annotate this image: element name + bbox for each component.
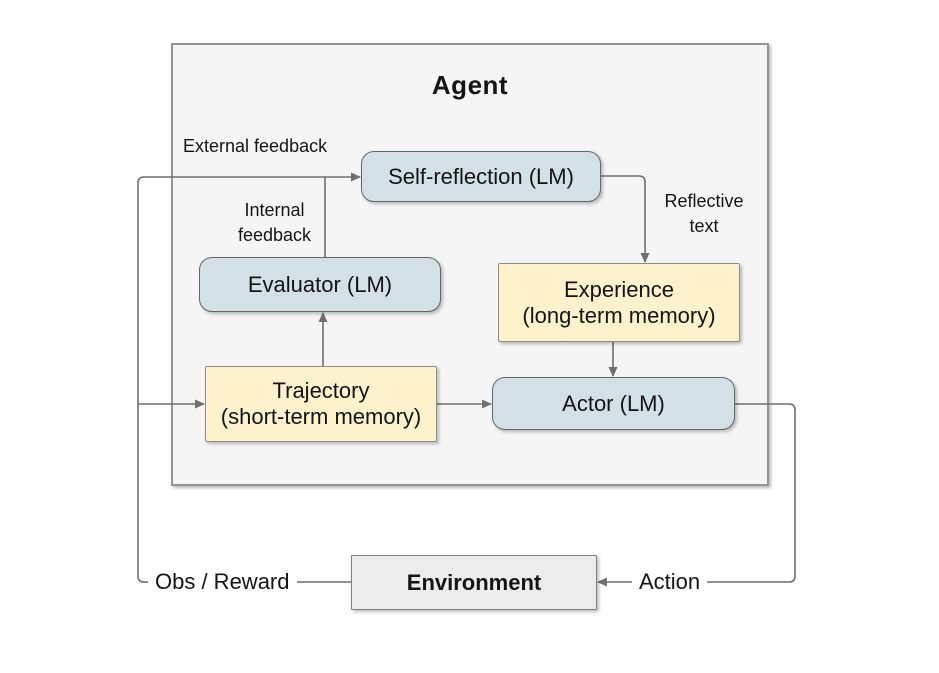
node-actor-label: Actor (LM)	[562, 390, 665, 416]
node-trajectory-label: Trajectory	[272, 378, 370, 403]
node-environment-label: Environment	[406, 569, 542, 595]
node-experience: Experience (long-term memory)	[498, 263, 740, 342]
label-external-feedback: External feedback	[183, 136, 328, 156]
label-internal-feedback: Internal feedback	[237, 200, 312, 245]
edge-actor-to-environment	[597, 403, 796, 587]
label-obs-reward: Obs / Reward	[148, 568, 297, 596]
node-trajectory-sublabel: (short-term memory)	[220, 404, 422, 429]
node-experience-sublabel: (long-term memory)	[522, 302, 716, 328]
node-evaluator-label: Evaluator (LM)	[247, 271, 393, 297]
node-self-reflection: Self-reflection (LM)	[361, 151, 601, 202]
agent-title: Agent	[431, 70, 509, 100]
node-actor: Actor (LM)	[492, 377, 735, 430]
edge-self-reflection-to-experience	[601, 175, 650, 263]
label-action: Action	[632, 568, 708, 596]
node-evaluator: Evaluator (LM)	[199, 257, 441, 312]
edge-environment-to-self-reflection	[137, 172, 361, 583]
label-reflective-text: Reflective text	[664, 191, 744, 236]
node-trajectory: Trajectory (short-term memory)	[205, 366, 437, 442]
node-experience-label: Experience	[563, 276, 675, 302]
node-self-reflection-label: Self-reflection (LM)	[388, 163, 574, 189]
node-environment: Environment	[351, 555, 597, 610]
